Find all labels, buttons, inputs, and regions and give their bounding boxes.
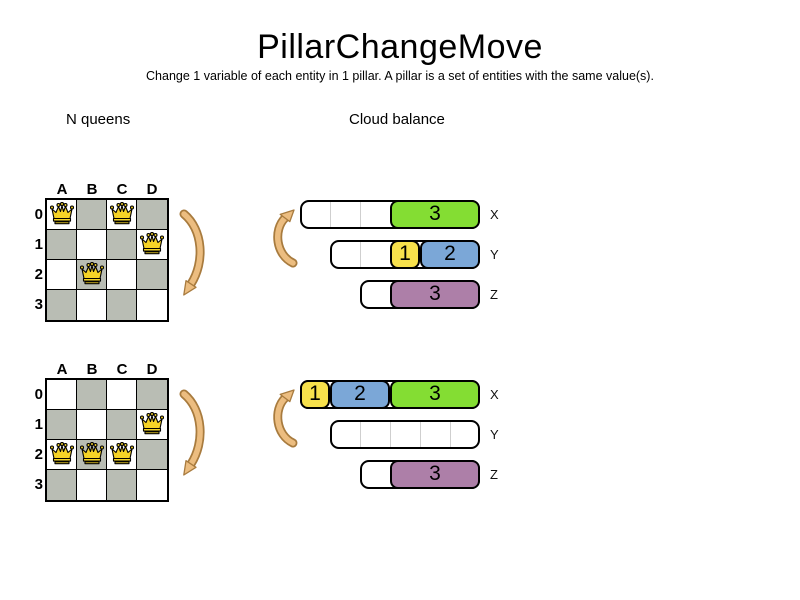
computer-label-z: Z	[490, 287, 498, 302]
row-label: 0	[34, 386, 43, 403]
board-cell	[137, 200, 167, 230]
move-arrow-down-icon	[179, 209, 205, 296]
row-label: 1	[34, 236, 43, 253]
move-arrow-up-icon	[273, 209, 298, 268]
process-segment: 3	[390, 460, 480, 489]
computer-label-x: X	[490, 387, 499, 402]
board-cell	[137, 230, 167, 260]
process-segment: 2	[420, 240, 480, 269]
nqueens-section-label: N queens	[66, 111, 131, 128]
board-cell	[107, 290, 137, 320]
bar-empty-cell-divider	[360, 202, 361, 227]
page-title: PillarChangeMove	[257, 28, 543, 66]
board-cell	[47, 380, 77, 410]
board-cell	[107, 260, 137, 290]
board-cell	[137, 380, 167, 410]
board-cell	[137, 410, 167, 440]
row-label: 2	[34, 266, 43, 283]
queen-icon	[79, 442, 104, 465]
column-label: C	[116, 361, 128, 378]
board-cell	[107, 200, 137, 230]
board-cell	[47, 410, 77, 440]
row-label: 0	[34, 206, 43, 223]
board-cell	[137, 290, 167, 320]
computer-bar-z: 3	[360, 460, 480, 489]
queen-icon	[109, 442, 134, 465]
board-cell	[77, 470, 107, 500]
board-cell	[137, 260, 167, 290]
column-label: C	[116, 181, 128, 198]
column-label: D	[146, 361, 158, 378]
bar-empty-cell-divider	[360, 242, 361, 267]
process-segment: 3	[390, 380, 480, 409]
board-cell	[47, 290, 77, 320]
bar-empty-cell-divider	[330, 202, 331, 227]
process-segment: 1	[390, 240, 420, 269]
board-cell	[137, 470, 167, 500]
nqueens-board-before: A B C D 0 1 2 3	[35, 181, 169, 322]
board-cell	[77, 410, 107, 440]
row-label: 3	[34, 476, 43, 493]
board-cell	[77, 290, 107, 320]
board-cell	[77, 380, 107, 410]
computer-bar-x: 3	[300, 200, 480, 229]
queen-icon	[139, 232, 165, 255]
computer-label-y: Y	[490, 427, 499, 442]
board-cell	[77, 200, 107, 230]
board-cell	[77, 440, 107, 470]
queen-icon	[49, 442, 74, 465]
bar-empty-cell-divider	[450, 422, 451, 447]
board-cell	[107, 470, 137, 500]
board-cell	[137, 440, 167, 470]
board-cell	[107, 380, 137, 410]
board-cell	[47, 470, 77, 500]
column-label: A	[56, 361, 68, 378]
board-cell	[107, 440, 137, 470]
queen-icon	[139, 412, 165, 435]
queen-icon	[109, 202, 134, 225]
board-cell	[47, 440, 77, 470]
column-label: D	[146, 181, 158, 198]
computer-label-z: Z	[490, 467, 498, 482]
computer-bar-y	[330, 420, 480, 449]
process-segment: 3	[390, 200, 480, 229]
board-cell	[47, 200, 77, 230]
bar-empty-cell-divider	[390, 422, 391, 447]
queen-icon	[49, 202, 74, 225]
bar-empty-cell-divider	[360, 422, 361, 447]
move-arrow-up-icon	[273, 389, 298, 448]
process-segment: 1	[300, 380, 330, 409]
queen-icon	[79, 262, 104, 285]
bar-empty-cell-divider	[420, 422, 421, 447]
board-cell	[77, 260, 107, 290]
column-label: B	[86, 361, 98, 378]
move-arrow-down-icon	[179, 389, 205, 476]
process-segment: 3	[390, 280, 480, 309]
board-cell	[47, 230, 77, 260]
process-segment: 2	[330, 380, 390, 409]
row-label: 1	[34, 416, 43, 433]
page-subtitle: Change 1 variable of each entity in 1 pi…	[146, 69, 654, 83]
board-cell	[47, 260, 77, 290]
nqueens-board-after: A B C D 0 1 2 3	[35, 361, 169, 502]
computer-label-y: Y	[490, 247, 499, 262]
board-cell	[107, 230, 137, 260]
column-label: A	[56, 181, 68, 198]
row-label: 3	[34, 296, 43, 313]
cloud-section-label: Cloud balance	[349, 111, 445, 128]
board-cell	[77, 230, 107, 260]
board-cell	[107, 410, 137, 440]
column-label: B	[86, 181, 98, 198]
computer-label-x: X	[490, 207, 499, 222]
row-label: 2	[34, 446, 43, 463]
computer-bar-z: 3	[360, 280, 480, 309]
